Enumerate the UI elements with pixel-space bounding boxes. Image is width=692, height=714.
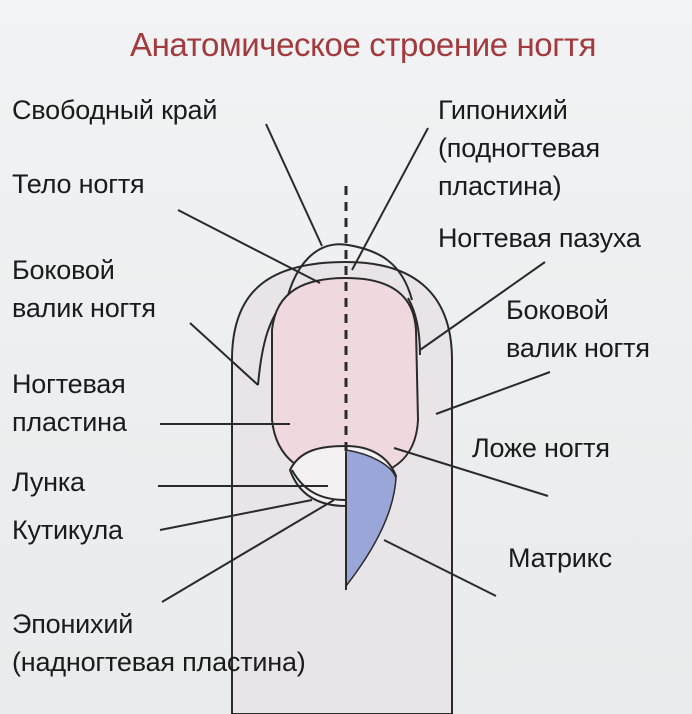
matrix (345, 449, 397, 589)
label-lateral-fold-right-line1: Боковой (506, 295, 609, 325)
label-nail-sinus: Ногтевая пазуха (438, 223, 641, 253)
leader-lateral-fold-right (435, 371, 551, 415)
leader-lateral-fold-left (189, 322, 259, 386)
label-hyponychium-line3: пластина) (438, 171, 562, 201)
free-edge (282, 243, 413, 319)
label-matrix: Матрикс (508, 543, 612, 573)
label-nail-plate-line1: Ногтевая (12, 369, 126, 399)
label-hyponychium-line1: Гипонихий (438, 95, 568, 125)
label-nail-body: Тело ногтя (12, 169, 145, 199)
leader-nail-body (177, 209, 321, 284)
leader-nail-bed (393, 447, 549, 497)
leader-matrix (383, 539, 497, 597)
leader-cuticle (159, 499, 313, 531)
leader-eponychium (161, 499, 335, 603)
label-lateral-fold-left-line2: валик ногтя (12, 293, 156, 323)
label-nail-plate-line2: пластина (12, 407, 127, 437)
diagram-title: Анатомическое строение ногтя (130, 26, 597, 63)
leader-free-edge (265, 123, 323, 247)
leader-nail-sinus (419, 261, 546, 351)
label-eponychium-line2: (надногтевая пластина) (12, 647, 306, 677)
leader-hyponychium (351, 127, 429, 271)
label-lateral-fold-right-line2: валик ногтя (506, 333, 650, 363)
label-lateral-fold-left-line1: Боковой (12, 255, 115, 285)
label-hyponychium-line2: (подногтевая (438, 133, 600, 163)
label-free-edge: Свободный край (12, 95, 218, 125)
cuticle (291, 469, 347, 501)
label-cuticle: Кутикула (12, 515, 123, 545)
label-eponychium-line1: Эпонихий (12, 609, 134, 639)
label-lunula: Лунка (12, 467, 85, 497)
label-nail-bed: Ложе ногтя (472, 433, 610, 463)
